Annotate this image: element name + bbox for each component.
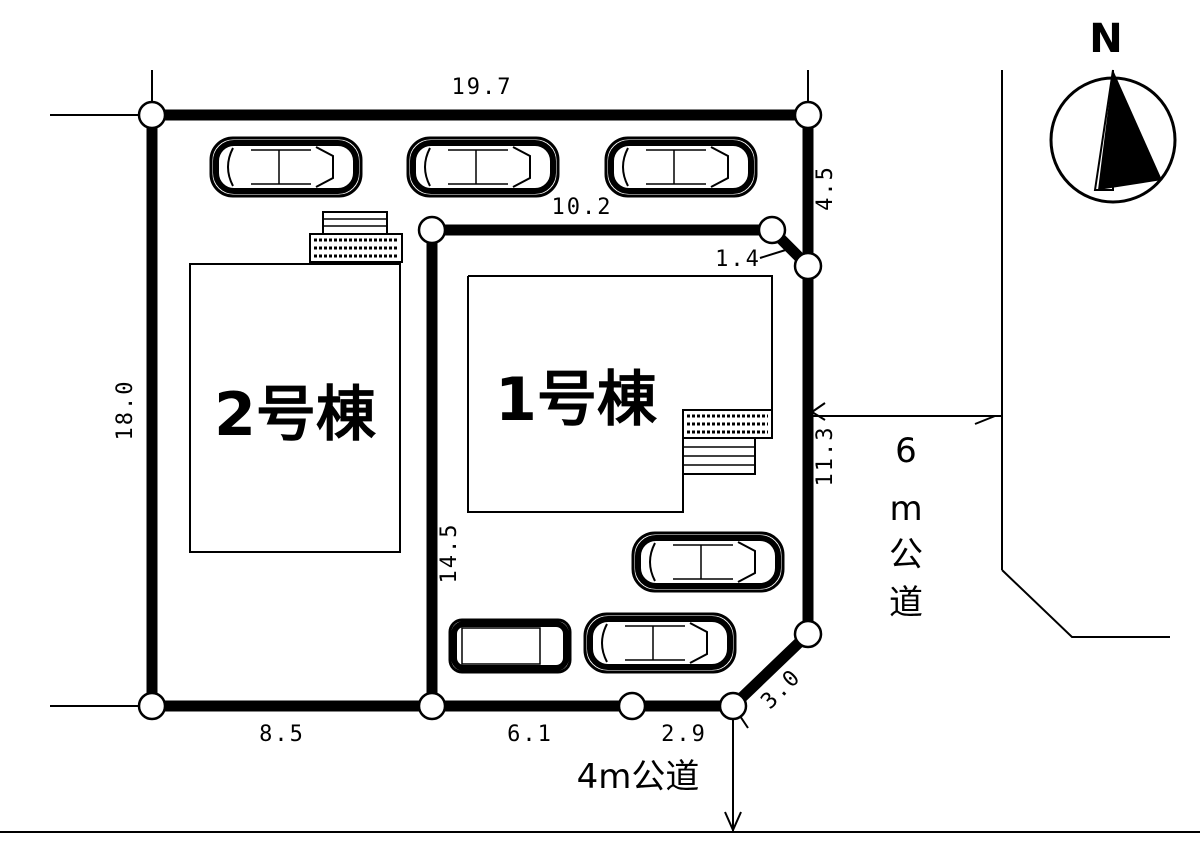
dim-inner-left: 14.5 [437,523,462,584]
car-icon [211,138,361,196]
dim-bottom-right: 2.9 [661,722,707,747]
boundary-markers [137,100,823,721]
dim-chamfer-leader [739,715,749,729]
building-2-entrance [309,211,403,263]
car-icon [448,618,572,674]
east-road-width: 6 [895,431,917,471]
dim-bottom-mid: 6.1 [507,722,553,747]
south-road-label: 4m公道 [577,757,700,797]
compass-label: N [1089,16,1122,62]
building-2-label: 2号棟 [214,380,377,450]
north-compass: N [1049,16,1177,204]
dim-top: 19.7 [452,75,513,100]
car-icon [585,614,735,672]
east-road-kou: 公 [889,535,923,575]
dim-right: 11.3 [813,426,838,487]
car-icon [606,138,756,196]
parking-spaces [211,138,783,672]
building-1-label: 1号棟 [495,365,658,435]
dim-corner-leader [759,247,793,259]
dim-left: 18.0 [113,380,138,441]
dim-right-top: 4.5 [813,165,838,211]
building-1-entrance [682,409,773,475]
east-road-unit: m [889,489,922,529]
road-lines [0,70,1200,833]
dim-inner-top: 10.2 [552,195,613,220]
car-icon [633,533,783,591]
car-icon [408,138,558,196]
dim-bottom-left: 8.5 [259,722,305,747]
dim-corner: 1.4 [715,247,761,272]
east-road-dou: 道 [889,583,923,623]
building-2-outline [189,263,401,553]
